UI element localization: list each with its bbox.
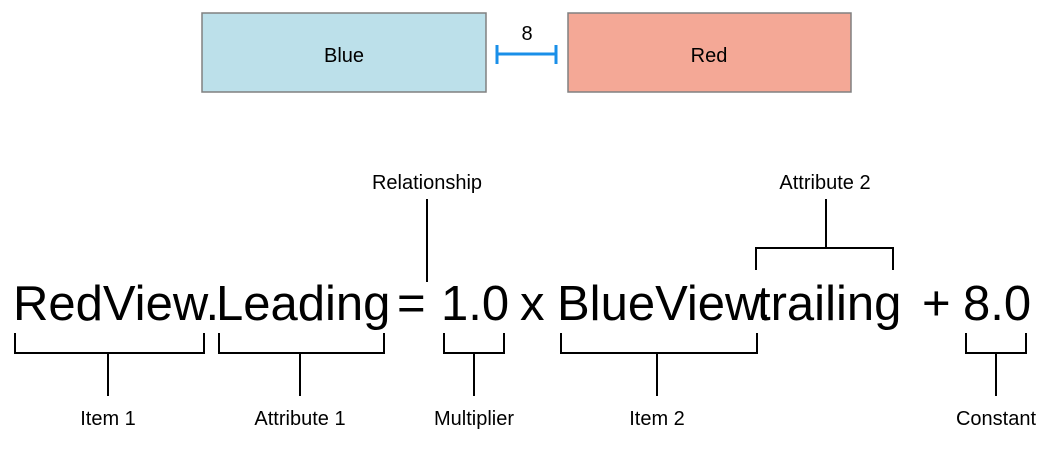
- red-view-label: Red: [691, 45, 728, 67]
- bracket-attribute2: [755, 199, 894, 270]
- eq-item2: BlueView.: [557, 277, 771, 331]
- eq-plus: +: [922, 277, 951, 331]
- label-item2: Item 2: [629, 408, 685, 430]
- eq-constant: 8.0: [963, 277, 1031, 331]
- label-constant: Constant: [956, 408, 1036, 430]
- blue-view-label: Blue: [324, 45, 364, 67]
- eq-relation: =: [397, 277, 426, 331]
- spacing-label: 8: [521, 23, 532, 45]
- bracket-constant: [965, 333, 1027, 396]
- label-multiplier: Multiplier: [434, 408, 514, 430]
- eq-multiplier: 1.0: [441, 277, 509, 331]
- red-view: [567, 12, 852, 93]
- bracket-item2: [560, 333, 758, 396]
- label-relationship: Relationship: [372, 172, 482, 194]
- label-attribute1: Attribute 1: [254, 408, 345, 430]
- bracket-multiplier: [443, 333, 505, 396]
- eq-times: x: [520, 277, 545, 331]
- blue-view: [201, 12, 487, 93]
- label-attribute2: Attribute 2: [779, 172, 870, 194]
- eq-attribute2: trailing: [757, 277, 901, 331]
- bracket-attribute1: [218, 333, 385, 396]
- eq-attribute1: Leading: [216, 277, 390, 331]
- label-item1: Item 1: [80, 408, 136, 430]
- spacing-indicator: [495, 45, 558, 64]
- eq-item1: RedView.: [13, 277, 219, 331]
- bracket-item1: [14, 333, 205, 396]
